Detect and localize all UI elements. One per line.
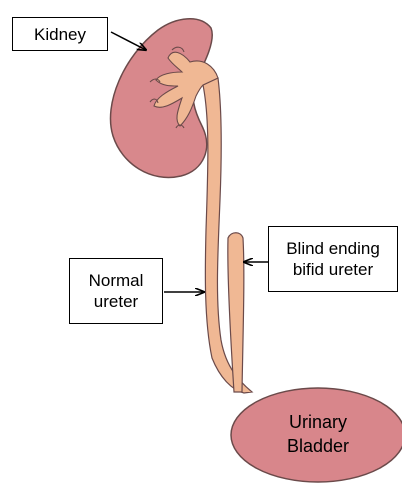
bifid-ureter-label: Blind ending bifid ureter	[268, 226, 398, 292]
normal-ureter-label-line-2: ureter	[94, 291, 138, 312]
kidney-label: Kidney	[12, 17, 108, 51]
normal-ureter-label: Normal ureter	[69, 258, 163, 324]
bifid-ureter-label-line-2: bifid ureter	[293, 259, 373, 280]
bifid-ureter-label-line-1: Blind ending	[286, 238, 380, 259]
bladder-label-line-2: Bladder	[287, 434, 349, 458]
kidney-pointer-arrow	[111, 32, 146, 50]
kidney-label-text: Kidney	[34, 24, 86, 45]
normal-ureter	[203, 78, 252, 393]
normal-ureter-label-line-1: Normal	[89, 270, 144, 291]
bladder-label: Urinary Bladder	[255, 406, 381, 462]
bladder-label-line-1: Urinary	[289, 410, 347, 434]
